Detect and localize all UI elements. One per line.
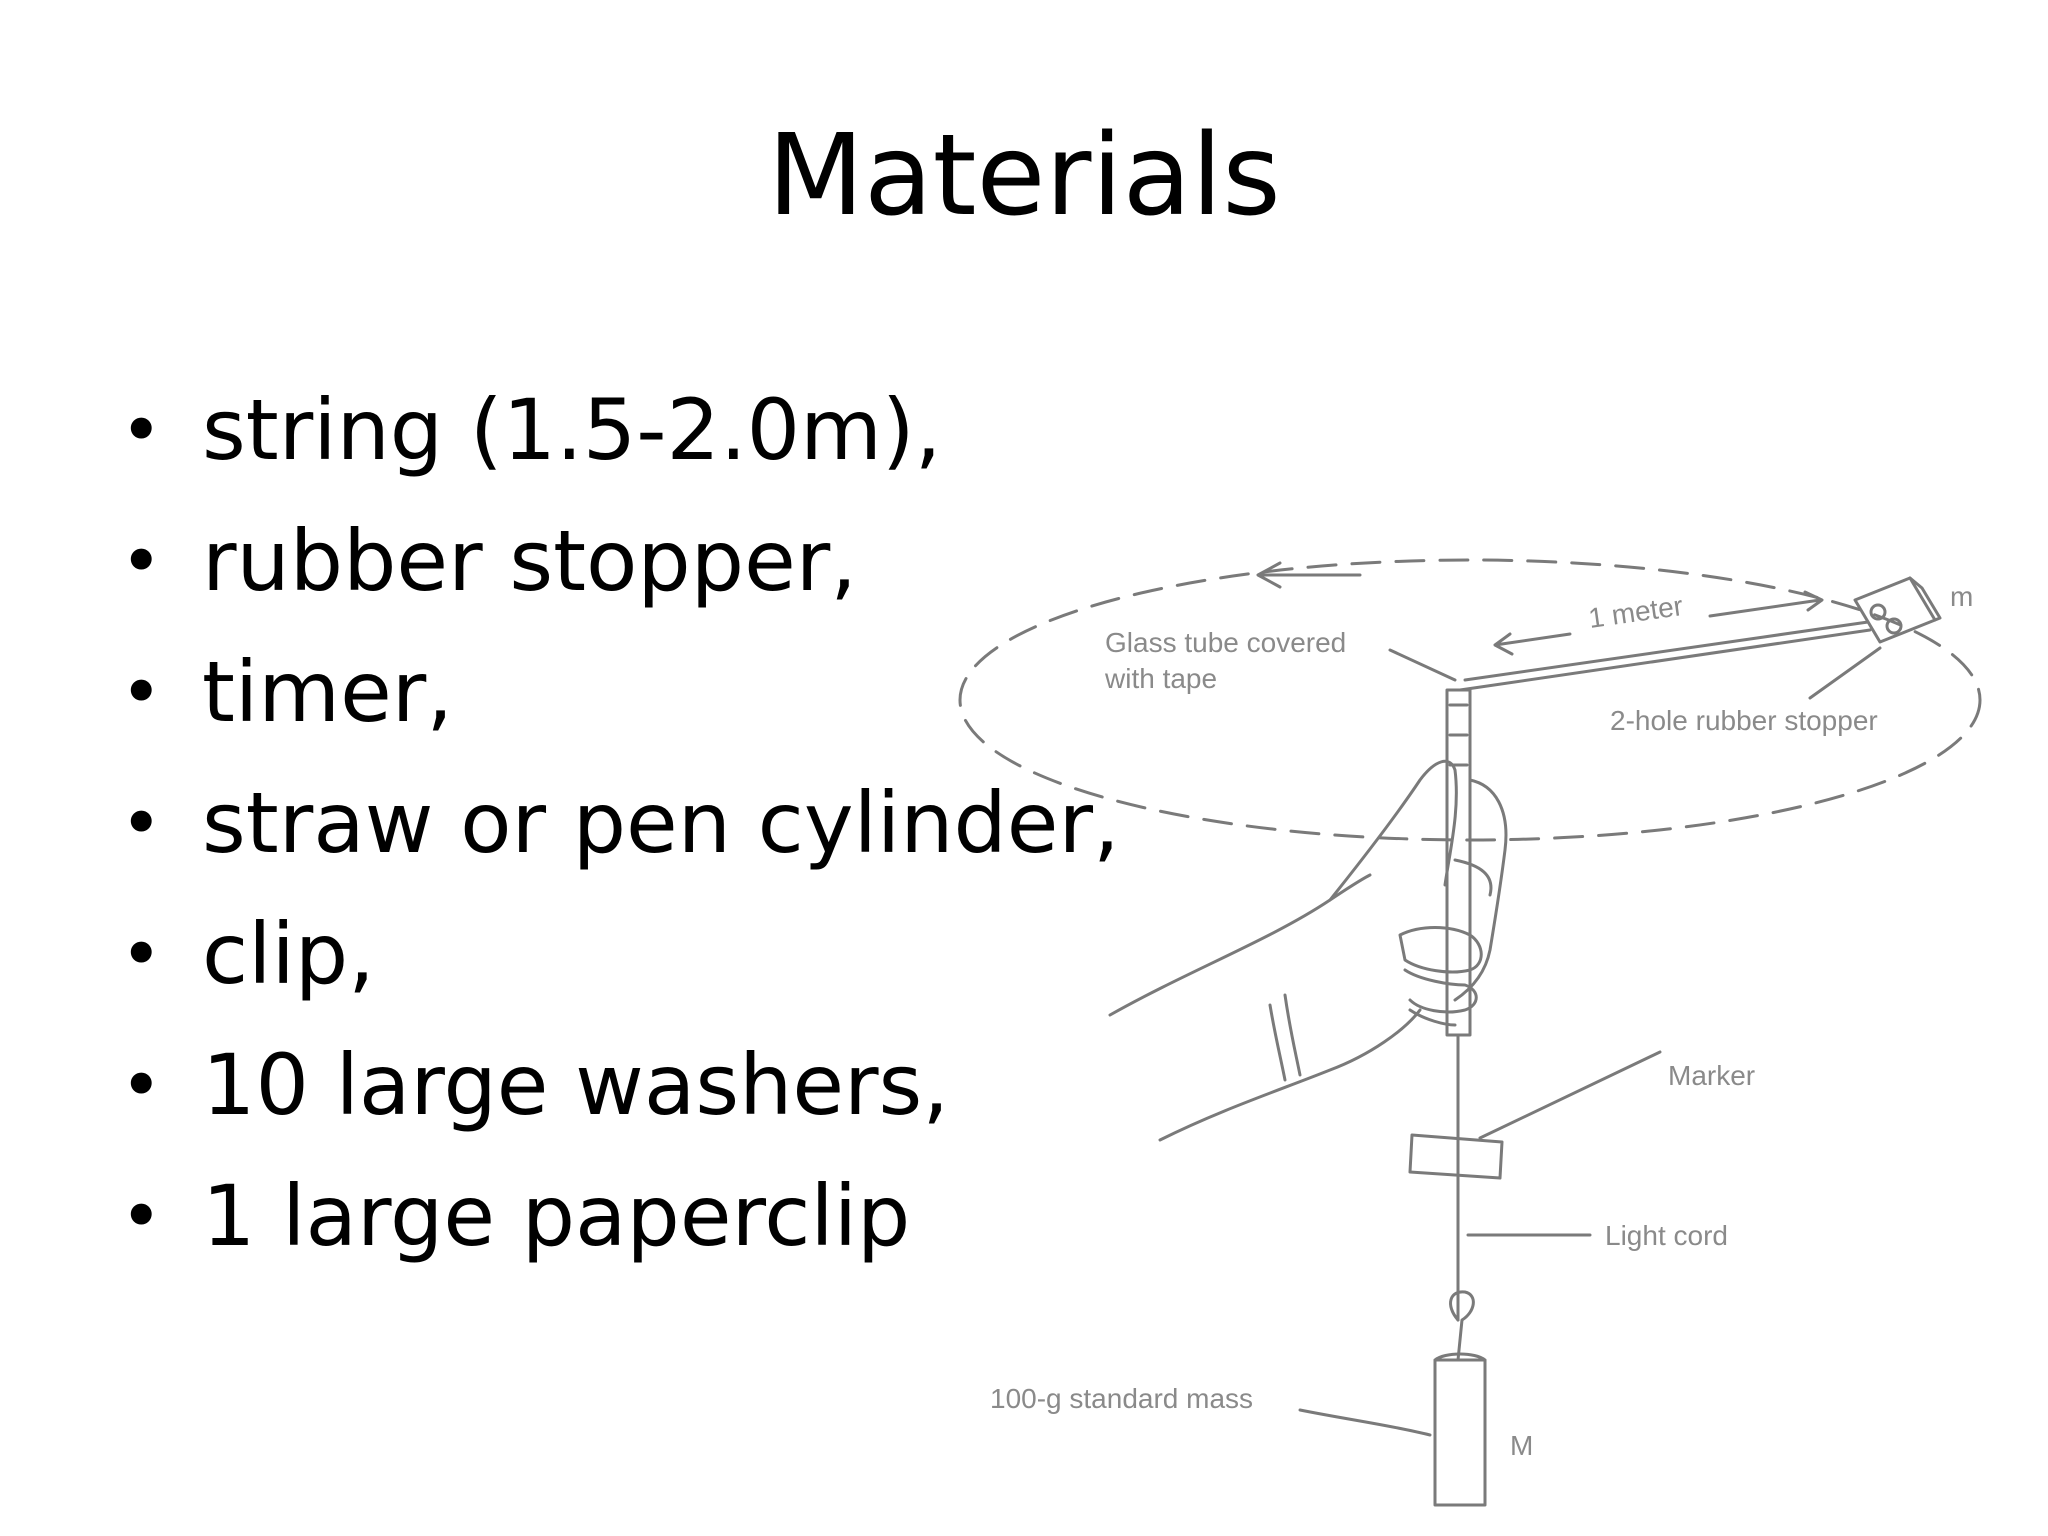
mass-M-label: M bbox=[1510, 1430, 1533, 1461]
list-item-text: clip, bbox=[202, 905, 375, 1003]
marker-leader bbox=[1478, 1050, 1662, 1140]
glass-tube-label-line1: Glass tube covered bbox=[1105, 627, 1346, 658]
standard-mass-icon bbox=[1433, 1352, 1487, 1507]
list-item-text: rubber stopper, bbox=[202, 512, 857, 610]
bullet-icon: • bbox=[120, 650, 163, 734]
one-meter-label: 1 meter bbox=[1587, 590, 1685, 634]
meter-arrow bbox=[1493, 590, 1824, 656]
stopper-mass-label: m bbox=[1950, 581, 1973, 612]
glass-tube-label-line2: with tape bbox=[1104, 663, 1217, 694]
list-item: • 10 large washers, bbox=[120, 1035, 1120, 1166]
list-item: • timer, bbox=[120, 642, 1120, 773]
list-item: • straw or pen cylinder, bbox=[120, 773, 1120, 904]
materials-list: • string (1.5-2.0m), • rubber stopper, •… bbox=[120, 380, 1120, 1297]
string-line bbox=[1458, 628, 1872, 692]
list-item-text: 10 large washers, bbox=[202, 1036, 950, 1134]
mass-leader bbox=[1298, 1408, 1432, 1437]
standard-mass-label: 100-g standard mass bbox=[990, 1383, 1253, 1414]
centripetal-force-apparatus-diagram: Glass tube covered with tape 1 meter m 2… bbox=[958, 558, 1982, 1507]
glass-tube-leader bbox=[1388, 648, 1457, 682]
bullet-icon: • bbox=[120, 388, 163, 472]
marker-label: Marker bbox=[1668, 1060, 1755, 1091]
bullet-icon: • bbox=[120, 1043, 163, 1127]
bullet-icon: • bbox=[120, 1174, 163, 1258]
list-item-text: string (1.5-2.0m), bbox=[202, 381, 942, 479]
bullet-icon: • bbox=[120, 781, 163, 865]
slide-title: Materials bbox=[767, 111, 1281, 241]
list-item: • clip, bbox=[120, 904, 1120, 1035]
list-item-text: timer, bbox=[202, 643, 454, 741]
rubber-stopper-icon bbox=[1853, 576, 1942, 644]
bullet-icon: • bbox=[120, 912, 163, 996]
hook-icon bbox=[1449, 1290, 1475, 1362]
list-item-text: straw or pen cylinder, bbox=[202, 774, 1120, 872]
string-line-upper bbox=[1463, 620, 1870, 682]
stopper-leader bbox=[1808, 646, 1882, 700]
light-cord-label: Light cord bbox=[1605, 1220, 1728, 1251]
marker-icon bbox=[1408, 1133, 1504, 1180]
list-item: • 1 large paperclip bbox=[120, 1166, 1120, 1297]
orbit-arrow-icon bbox=[1256, 561, 1362, 589]
rubber-stopper-label: 2-hole rubber stopper bbox=[1610, 705, 1878, 736]
bullet-icon: • bbox=[120, 519, 163, 603]
list-item: • rubber stopper, bbox=[120, 511, 1120, 642]
list-item: • string (1.5-2.0m), bbox=[120, 380, 1120, 511]
hand-icon bbox=[1108, 759, 1508, 1142]
list-item-text: 1 large paperclip bbox=[202, 1167, 911, 1265]
